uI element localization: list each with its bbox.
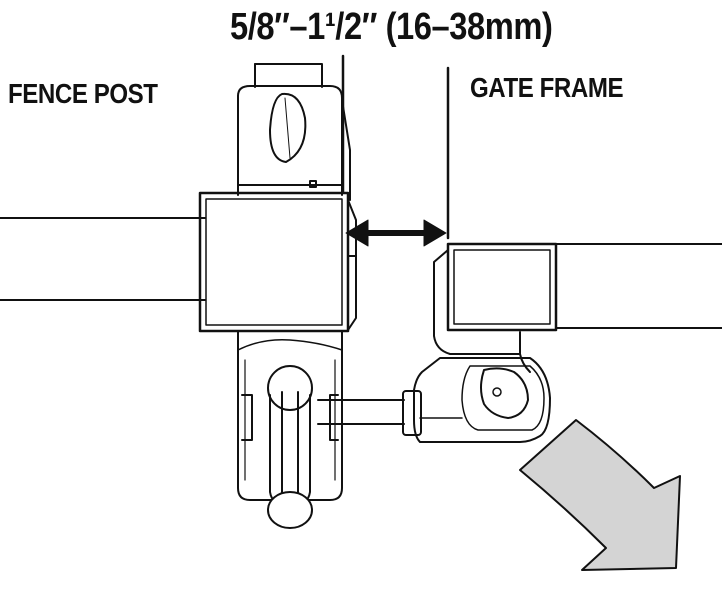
swing-direction-arrow-icon xyxy=(520,420,680,570)
fence-post-label: FENCE POST xyxy=(8,78,158,109)
latch-body xyxy=(238,64,350,200)
latch-lower xyxy=(238,331,342,500)
gate-frame-rail xyxy=(556,244,722,328)
gate-frame-label: GATE FRAME xyxy=(470,72,624,103)
fence-post-rail xyxy=(0,218,205,300)
gate-keeper xyxy=(414,244,556,442)
post-clamp xyxy=(200,193,356,331)
thumb-release-icon xyxy=(270,94,305,162)
gap-measurement-label: 5/8″–1¹/2″ (16–38mm) xyxy=(230,6,553,48)
latch-lever xyxy=(268,366,312,528)
gap-double-arrow-icon xyxy=(346,220,446,246)
gap-leader-lines xyxy=(343,56,448,238)
connecting-rod xyxy=(318,391,421,435)
